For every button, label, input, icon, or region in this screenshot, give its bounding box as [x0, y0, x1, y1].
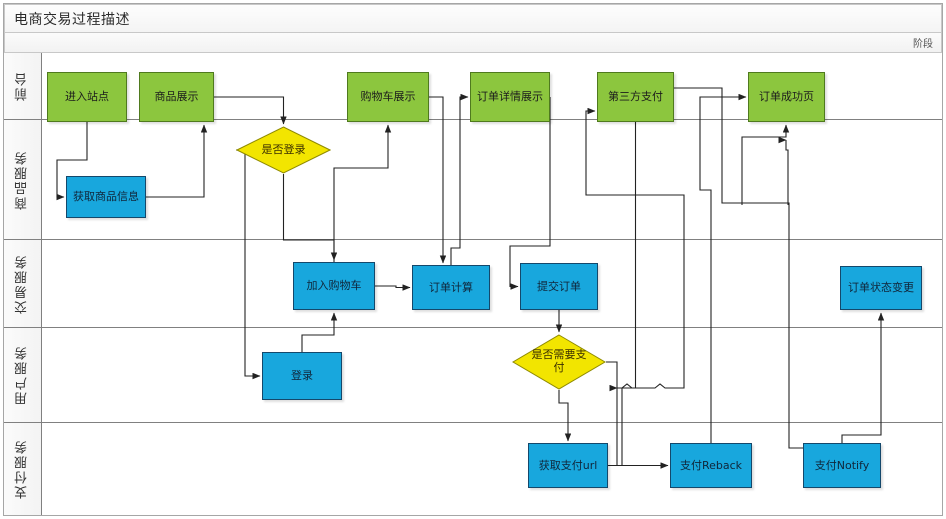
decision-label: 是否登录	[261, 142, 306, 156]
node-label: 加入购物车	[306, 279, 362, 293]
node-enter-site[interactable]: 进入站点	[47, 72, 127, 122]
node-login[interactable]: 登录	[262, 352, 342, 400]
node-label: 提交订单	[537, 279, 581, 293]
swimlane-header-payment-service: 支付服务	[4, 423, 42, 515]
decision-is-login[interactable]: 是否登录	[236, 126, 331, 174]
node-order-status[interactable]: 订单状态变更	[840, 266, 922, 310]
swimlane-label: 前台	[15, 71, 30, 101]
node-fetch-product[interactable]: 获取商品信息	[66, 176, 146, 218]
swimlane-label: 交易服务	[15, 253, 30, 314]
node-add-to-cart[interactable]: 加入购物车	[293, 262, 375, 310]
page-title: 电商交易过程描述	[14, 11, 130, 28]
node-cart-display[interactable]: 购物车展示	[347, 72, 429, 122]
node-third-party-pay[interactable]: 第三方支付	[597, 72, 674, 122]
swimlane-header-trade-service: 交易服务	[4, 240, 42, 327]
node-label: 进入站点	[65, 90, 109, 104]
node-label: 购物车展示	[360, 90, 416, 104]
node-submit-order[interactable]: 提交订单	[520, 263, 598, 310]
node-label: 登录	[291, 369, 313, 383]
node-label: 支付Reback	[679, 458, 743, 472]
phase-bar: 阶段	[4, 33, 942, 53]
swimlane-user-service: 用户服务	[4, 328, 942, 423]
node-label: 订单状态变更	[848, 281, 914, 295]
diagram-title-bar: 电商交易过程描述	[4, 4, 942, 33]
swimlane-body-product-service	[42, 120, 942, 239]
node-label: 订单详情展示	[477, 90, 543, 104]
swimlane-product-service: 商品服务	[4, 120, 942, 240]
swimlane-header-product-service: 商品服务	[4, 120, 42, 239]
node-label: 订单计算	[429, 280, 473, 294]
swimlane-payment-service: 支付服务	[4, 423, 942, 515]
diamond-shape-icon	[512, 334, 606, 390]
node-order-detail[interactable]: 订单详情展示	[470, 72, 550, 122]
node-order-success[interactable]: 订单成功页	[748, 72, 825, 122]
swimlane-label: 商品服务	[15, 149, 30, 210]
node-label: 获取商品信息	[73, 190, 139, 204]
node-label: 商品展示	[154, 90, 199, 104]
node-pay-notify[interactable]: 支付Notify	[803, 443, 881, 488]
node-label: 订单成功页	[759, 90, 814, 104]
phase-label: 阶段	[913, 39, 933, 50]
decision-label: 是否需要支付	[531, 348, 587, 374]
swimlane-label: 支付服务	[15, 439, 30, 499]
swimlane-header-frontend: 前台	[4, 53, 42, 119]
node-order-calc[interactable]: 订单计算	[412, 265, 490, 310]
node-get-pay-url[interactable]: 获取支付url	[528, 443, 608, 488]
swimlane-label: 用户服务	[15, 345, 30, 405]
decision-need-pay[interactable]: 是否需要支付	[512, 334, 606, 390]
node-label: 第三方支付	[608, 90, 663, 104]
node-pay-reback[interactable]: 支付Reback	[670, 443, 752, 488]
swimlane-header-user-service: 用户服务	[4, 328, 42, 422]
swimlane-body-trade-service	[42, 240, 942, 327]
swimlane-trade-service: 交易服务	[4, 240, 942, 328]
node-label: 支付Notify	[814, 458, 870, 472]
swimlane-body-user-service	[42, 328, 942, 422]
node-label: 获取支付url	[538, 458, 598, 472]
diamond-shape-icon	[236, 126, 331, 174]
node-product-display[interactable]: 商品展示	[139, 72, 214, 122]
